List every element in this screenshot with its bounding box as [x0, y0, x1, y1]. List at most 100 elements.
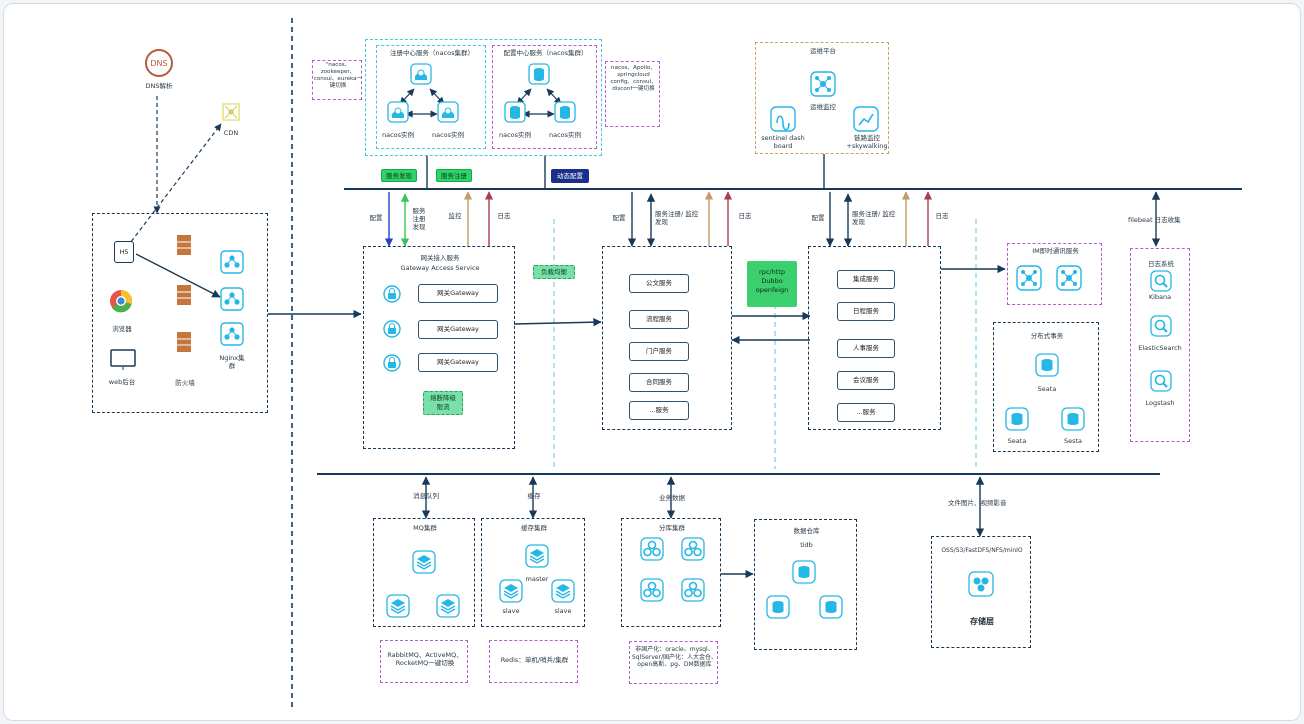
nacos-server-icon [410, 63, 432, 89]
web-admin-label: web后台 [108, 378, 136, 386]
log-system: 日志系统 [1130, 248, 1190, 442]
cache-slave-label: slave [502, 607, 520, 615]
service-item: 门户服务 [629, 342, 689, 361]
service-item: 集成服务 [837, 270, 895, 289]
elasticsearch-label: ElasticSearch [1138, 344, 1182, 352]
db-note: 非国产化：oracle、mysql、SqlServer/国产化：人大金仓、ope… [629, 641, 718, 684]
service-item: 日程服务 [837, 302, 895, 321]
registry-title: 注册中心服务（nacos集群） [389, 49, 475, 57]
seata-node-label: Sesta [1063, 437, 1083, 445]
seata-title: 分布式事务 [1030, 332, 1064, 340]
nginx-label: Nginx集 群 [219, 354, 245, 371]
layers-icon [436, 594, 460, 622]
registry-node2-label: nacos实例 [431, 131, 465, 139]
db-shard-icon [681, 537, 705, 565]
register-monitor-label: 服务注册/ 监控 发现 [655, 210, 699, 227]
im-title: IM即时通讯服务 [1032, 247, 1079, 255]
layers-icon [386, 594, 410, 622]
gateway-instance: 网关Gateway [418, 320, 498, 339]
cache-arrow-label: 缓存 [527, 492, 541, 500]
db-shard-icon [681, 578, 705, 606]
register-monitor-label: 服务注册/ 监控 发现 [852, 210, 896, 227]
layers-icon [525, 544, 549, 572]
ops-title: 运维平台 [810, 47, 836, 55]
h5-node: H5 [114, 241, 134, 263]
config-arrow-label: 配置 [811, 214, 825, 222]
seata-db-icon [1035, 353, 1059, 381]
nginx-node-2 [220, 287, 244, 315]
db-sharding-cluster: 分库集群 [621, 518, 721, 627]
nacos-instance-icon [387, 101, 409, 127]
cdn-label: CDN [223, 129, 239, 137]
dns-icon: DNS [144, 48, 174, 82]
service-item: 会议服务 [837, 371, 895, 390]
database-icon [819, 595, 843, 623]
mq-note-text: RabbitMQ、ActiveMQ、RocketMQ一键切换 [387, 651, 463, 668]
log-arrow-label: 日志 [738, 212, 752, 220]
seata-node-label: Seata [1007, 437, 1027, 445]
data-warehouse: 数据仓库 tidb [754, 519, 857, 650]
circuit-breaker-tag: 熔断降级 限流 [423, 391, 463, 415]
storage-title: OSS/S3/FastDFS/NFS/minIO [941, 547, 1023, 554]
service-register-tag: 服务注册 [436, 169, 472, 182]
storage-layer: OSS/S3/FastDFS/NFS/minIO 存储层 [931, 536, 1031, 648]
connector-layer [126, 18, 1242, 710]
sentinel-label: sentinel dash board [761, 134, 805, 151]
gateway-service: 网关接入服务 Gateway Access Service [363, 246, 515, 449]
im-node-icon [1056, 265, 1082, 295]
service-item: 公文服务 [629, 274, 689, 293]
config-node2-label: nacos实例 [548, 131, 582, 139]
service-item: ...服务 [837, 403, 895, 422]
ops-monitor-icon [810, 71, 836, 101]
service-item: 流程服务 [629, 310, 689, 329]
db-note-text: 非国产化：oracle、mysql、SqlServer/国产化：人大金仓、ope… [632, 646, 717, 668]
seata-node-label: Seata [1037, 385, 1057, 393]
warehouse-sub: tidb [800, 541, 813, 549]
gateway-instance: 网关Gateway [418, 284, 498, 303]
ops-platform: 运维平台 [755, 42, 889, 154]
service-group-a [602, 246, 732, 430]
monitor-arrow-label: 监控 [448, 212, 462, 220]
db-shard-icon [640, 537, 664, 565]
storage-icon [968, 571, 994, 601]
gateway-lock-icon [383, 320, 401, 342]
warehouse-title: 数据仓库 [793, 527, 820, 535]
database-icon [766, 595, 790, 623]
distributed-transaction: 分布式事务 [993, 322, 1099, 452]
sentinel-icon [770, 106, 796, 136]
config-title: 配置中心服务（nacos集群） [503, 49, 588, 57]
dynamic-config-tag: 动态配置 [551, 169, 589, 183]
registry-note-text: "nacos、zookeeper、consul、eureka一键切换 [313, 62, 363, 89]
cache-title: 缓存集群 [521, 524, 547, 532]
ops-monitor-label: 运维监控 [810, 103, 836, 111]
cache-cluster: 缓存集群 [481, 518, 585, 627]
seata-db-icon [1061, 407, 1085, 435]
config-arrow-label: 配置 [612, 214, 626, 222]
service-item: 人事服务 [837, 339, 895, 358]
filebeat-label: filebeat 日志收集 [1128, 216, 1181, 224]
register-discovery-label: 服务 注册 发现 [412, 207, 426, 232]
cache-note: Redis：单机/哨兵/集群 [489, 640, 578, 683]
service-item: 合同服务 [629, 373, 689, 392]
db-title: 分库集群 [659, 524, 685, 532]
registry-note: "nacos、zookeeper、consul、eureka一键切换 [312, 60, 362, 100]
storage-label: 存储层 [970, 617, 994, 626]
config-node1-label: nacos实例 [498, 131, 532, 139]
log-system-title: 日志系统 [1148, 260, 1174, 268]
layers-icon [412, 550, 436, 578]
layers-icon [499, 579, 523, 607]
config-arrow-label: 配置 [369, 214, 383, 222]
nacos-instance-icon [437, 101, 459, 127]
dns-label: DNS解析 [145, 82, 173, 90]
registry-node1-label: nacos实例 [381, 131, 415, 139]
db-shard-icon [640, 578, 664, 606]
architecture-diagram: DNS DNS解析 CDN H5 浏览器 web后台 防火墙 Nginx集 群 … [3, 3, 1301, 721]
rpc-tag: rpc/http Dubbo openfeign [747, 261, 797, 307]
gateway-lock-icon [383, 285, 401, 307]
nginx-node-3 [220, 322, 244, 350]
cache-master-label: master [525, 575, 549, 583]
dns-logo-text: DNS [150, 59, 167, 68]
cdn-icon [222, 103, 240, 125]
kibana-label: Kibana [1148, 293, 1172, 301]
config-cluster: 配置中心服务（nacos集群） [492, 45, 597, 149]
